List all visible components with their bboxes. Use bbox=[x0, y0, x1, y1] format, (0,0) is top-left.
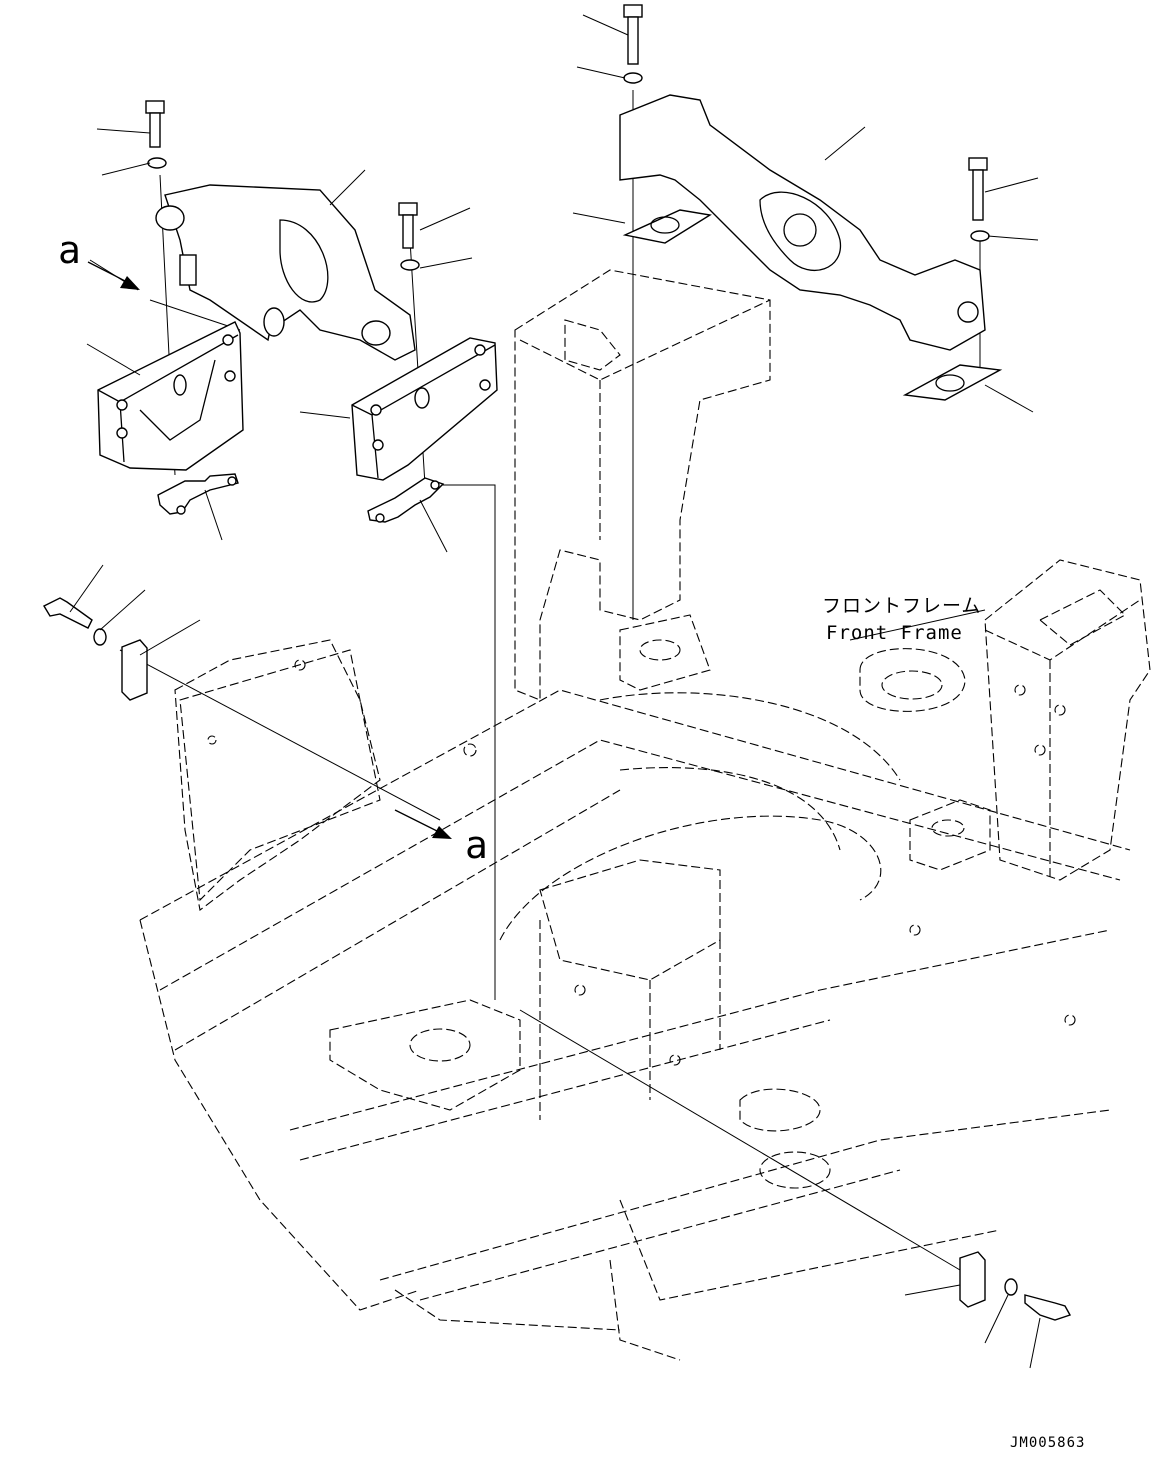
drawing-code: JM005863 bbox=[1010, 1435, 1086, 1451]
bolt-right bbox=[968, 157, 990, 242]
rear-left-support-arm bbox=[155, 184, 416, 361]
stopper-left-set bbox=[43, 597, 148, 701]
top-gasket bbox=[622, 209, 712, 244]
left-shim bbox=[157, 473, 239, 515]
view-a-label-top: a bbox=[58, 228, 81, 272]
front-frame-label-en: Front Frame bbox=[826, 622, 963, 644]
stopper-right-set bbox=[959, 1251, 1072, 1321]
left-mount-bracket bbox=[97, 321, 244, 471]
view-a-label-bottom: a bbox=[465, 823, 488, 867]
right-shim bbox=[367, 477, 445, 523]
bolt-middle bbox=[398, 202, 420, 271]
front-support-arm bbox=[619, 94, 986, 351]
callout-leaders bbox=[69, 14, 1041, 1369]
view-arrows bbox=[87, 261, 452, 839]
right-gasket bbox=[902, 364, 1003, 401]
bolt-top bbox=[623, 4, 643, 84]
right-mount-plate bbox=[351, 337, 498, 481]
front-frame-label-jp: フロントフレーム bbox=[822, 595, 982, 617]
front-frame bbox=[139, 269, 1151, 1361]
bolt-left bbox=[145, 100, 167, 169]
